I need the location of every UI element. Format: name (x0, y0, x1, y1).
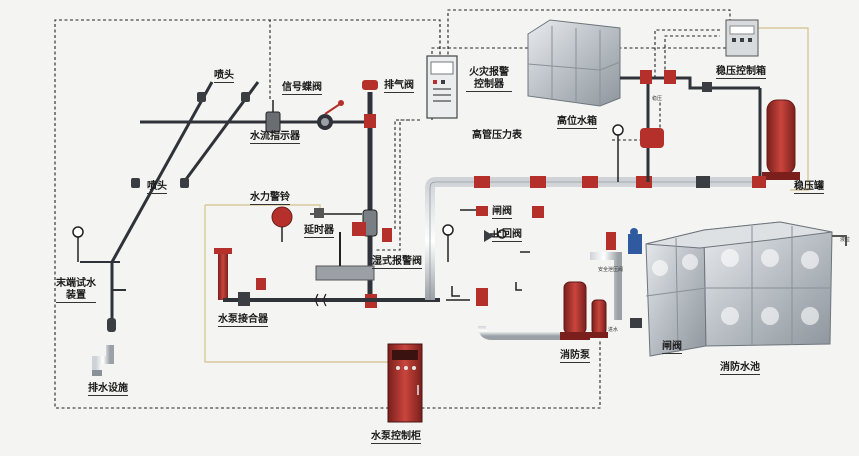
label-delay-device: 延时器 (304, 225, 334, 238)
butterfly-valve-icon (317, 100, 344, 130)
gate-valve-icon (490, 229, 507, 239)
label-water-flow-indicator: 水流指示器 (250, 131, 300, 144)
label-water-alarm-bell: 水力警铃 (250, 192, 290, 205)
sprinkler-branch (72, 81, 350, 376)
label-pump-adapter: 水泵接合器 (218, 314, 268, 327)
stabilizer-tank (752, 99, 800, 188)
label-stabilizer-tank: 稳压罐 (794, 181, 824, 194)
pressure-gauge-icon (72, 226, 84, 262)
label-gate-valve-1: 闸阀 (492, 206, 512, 219)
wet-alarm-valve-group (310, 208, 392, 281)
downcomers (446, 188, 622, 340)
label-fire-alarm-controller: 火灾报警控制器 (466, 67, 512, 92)
label-exhaust-valve: 排气阀 (384, 80, 414, 93)
high-water-tank (527, 19, 621, 107)
label-fire-pool: 消防水池 (720, 362, 760, 375)
label-stabilizer-control-box: 稳压控制箱 (716, 66, 766, 79)
label-sprinkler-head-1: 喷头 (214, 70, 234, 83)
label-pump-control-cabinet: 水泵控制柜 (371, 431, 421, 444)
pump-control-cabinet (387, 343, 423, 423)
label-pool-small-a: 液位 (840, 237, 851, 243)
label-safety-valve: 安全泄压阀 (598, 267, 624, 273)
check-valve-icon (484, 230, 494, 242)
alarm-bell-icon (271, 206, 293, 242)
pump-adapter-line (214, 248, 440, 307)
water-flow-indicator (265, 100, 281, 133)
label-check-valve: 止回阀 (492, 229, 522, 242)
label-gate-valve-2: 闸阀 (662, 341, 682, 354)
label-pool-small-b: 进水 (608, 327, 619, 333)
label-signal-valve: 信号蝶阀 (282, 82, 322, 95)
fire-alarm-controller (426, 55, 458, 119)
label-fire-pump: 消防泵 (560, 350, 590, 363)
label-high-water-tank: 高位水箱 (557, 116, 597, 129)
label-sprinkler-head-2: 喷头 (147, 181, 167, 194)
label-drainage-facility: 排水设施 (88, 383, 128, 396)
pressure-gauge-icon (442, 224, 454, 262)
label-tank-small: 稳压 (652, 96, 663, 102)
fire-pool (645, 221, 847, 357)
label-wet-alarm-valve: 湿式报警阀 (372, 256, 422, 269)
label-end-test-device: 末端试水装置 (56, 278, 96, 303)
safety-valve-group (606, 228, 642, 254)
label-high-pipe-pressure-gauge: 高管压力表 (472, 130, 522, 141)
stabilizer-control-box (725, 19, 759, 57)
tank-outlet-manifold (612, 70, 762, 182)
sprinkler-icon (107, 92, 250, 332)
